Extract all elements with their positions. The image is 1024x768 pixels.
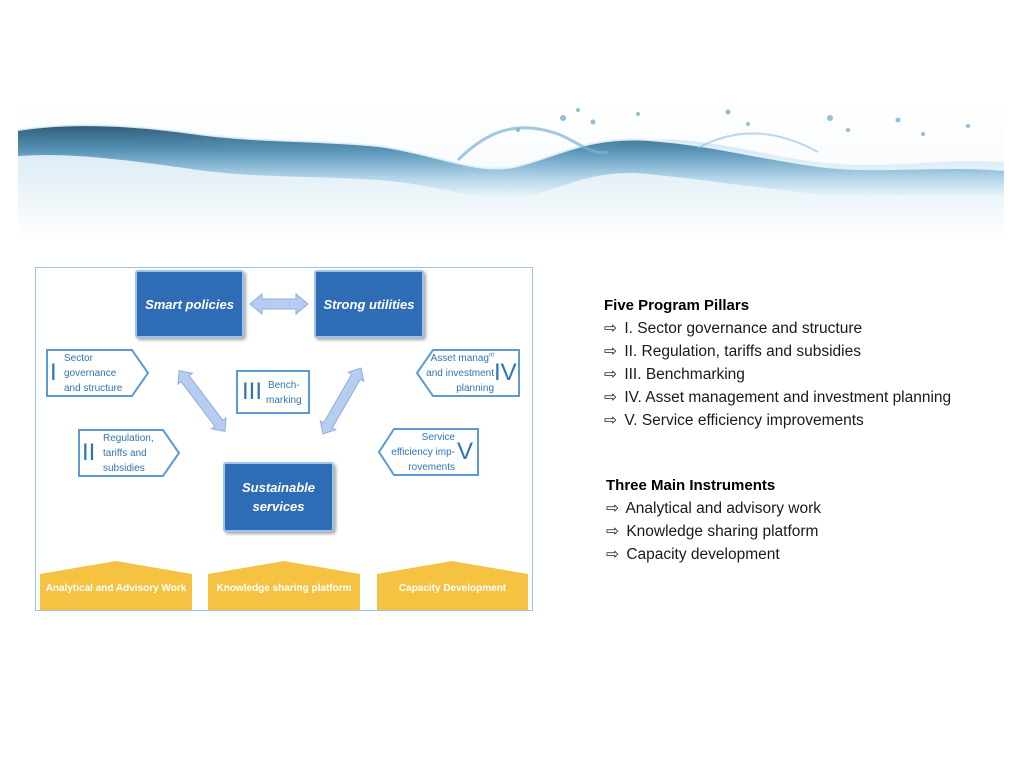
instruments-title: Three Main Instruments: [606, 477, 776, 494]
pillar-list-item: ⇨ IV. Asset management and investment pl…: [604, 386, 1014, 409]
instrument-list-text: Knowledge sharing platform: [626, 523, 819, 540]
pillar-iv-line1-main: Asset manag: [430, 353, 489, 364]
pillars-title: Five Program Pillars: [604, 297, 750, 314]
strong-utilities-label: Strong utilities: [323, 296, 415, 312]
hollow-right-arrow-icon: ⇨: [604, 389, 617, 406]
water-splash-banner: [18, 100, 1004, 240]
pillar-numeral-iv: IV: [494, 359, 517, 386]
instrument-label-capacity: Capacity Development: [398, 583, 507, 594]
hollow-right-arrow-icon: ⇨: [604, 366, 617, 383]
pillar-list-text: III. Benchmarking: [624, 366, 745, 383]
pillar-numeral-iii: III: [242, 378, 263, 405]
pillar-shape-i: [46, 349, 150, 397]
three-main-instruments-block: Three Main Instruments ⇨ Analytical and …: [606, 474, 1014, 566]
double-arrow-horizontal: [249, 292, 309, 316]
hollow-right-arrow-icon: ⇨: [606, 523, 619, 540]
pillar-shape-iv: [415, 349, 520, 397]
double-arrow-right-diagonal: [319, 367, 365, 435]
smart-policies-label: Smart policies: [145, 296, 234, 312]
sustainable-services-box: Sustainable services: [223, 462, 334, 532]
pillar-text-iii: Bench- marking: [266, 378, 302, 408]
pillar-iii-line1: Bench-: [267, 380, 300, 391]
pillar-v-line3: rovements: [408, 462, 455, 473]
pillar-list-item: ⇨ I. Sector governance and structure: [604, 317, 1014, 340]
pillar-text-i: Sector governance and structure: [64, 351, 122, 396]
instrument-list-text: Capacity development: [626, 546, 780, 563]
pillar-list-text: V. Service efficiency improvements: [624, 412, 864, 429]
hollow-right-arrow-icon: ⇨: [604, 412, 617, 429]
pillar-shape-v: [377, 428, 479, 476]
pillar-iv-line1-sup: nt: [488, 352, 494, 359]
strong-utilities-box: Strong utilities: [314, 270, 424, 338]
double-arrow-left-diagonal: [177, 370, 227, 432]
instrument-list-item: ⇨ Knowledge sharing platform: [606, 520, 1014, 543]
pillar-text-iv: Asset managnt and investment planning: [426, 351, 494, 396]
pillar-v-line1: Service: [421, 432, 455, 443]
hollow-right-arrow-icon: ⇨: [606, 546, 619, 563]
pillar-shape-ii: [78, 429, 181, 477]
pillar-list-item: ⇨ II. Regulation, tariffs and subsidies: [604, 340, 1014, 363]
pillar-ii-line2: tariffs and: [103, 448, 147, 459]
pillar-i-line2: governance: [64, 368, 117, 379]
instrument-list-item: ⇨ Capacity development: [606, 543, 1014, 566]
hollow-right-arrow-icon: ⇨: [604, 343, 617, 360]
pillar-i-line3: and structure: [64, 383, 123, 394]
instrument-shape-2: [208, 561, 360, 610]
pillar-numeral-i: I: [50, 359, 57, 386]
hollow-right-arrow-icon: ⇨: [604, 320, 617, 337]
instrument-label-knowledge: Knowledge sharing platform: [216, 583, 352, 594]
pillar-ii-line1: Regulation,: [103, 433, 154, 444]
pillar-text-ii: Regulation, tariffs and subsidies: [103, 431, 154, 476]
pillar-iv-line2: and investment: [426, 368, 494, 379]
pillar-shape-iii: [236, 370, 310, 414]
instrument-shape-1: [40, 561, 192, 610]
pillar-v-line2: efficiency imp-: [391, 447, 455, 458]
five-program-pillars-block: Five Program Pillars ⇨ I. Sector governa…: [604, 294, 1014, 432]
instrument-list-item: ⇨ Analytical and advisory work: [606, 497, 1014, 520]
pillar-list-text: II. Regulation, tariffs and subsidies: [624, 343, 861, 360]
hollow-right-arrow-icon: ⇨: [606, 500, 619, 517]
instrument-list-text: Analytical and advisory work: [625, 500, 822, 517]
text-panel: Five Program Pillars ⇨ I. Sector governa…: [604, 294, 1014, 566]
pillar-numeral-v: V: [457, 438, 474, 465]
pillar-list-item: ⇨ V. Service efficiency improvements: [604, 409, 1014, 432]
smart-policies-box: Smart policies: [135, 270, 244, 338]
pillar-text-v: Service efficiency imp- rovements: [391, 430, 455, 475]
pillar-list-text: I. Sector governance and structure: [624, 320, 863, 337]
pillar-list-text: IV. Asset management and investment plan…: [624, 389, 952, 406]
pillar-numeral-ii: II: [82, 439, 96, 466]
sustainable-services-label-line2: services: [252, 499, 305, 514]
instrument-shape-3: [377, 561, 528, 610]
program-framework-diagram: Smart policies Strong utilities Sustaina…: [35, 267, 533, 611]
pillar-iv-line1: Asset managnt: [426, 351, 494, 366]
pillar-list-item: ⇨ III. Benchmarking: [604, 363, 1014, 386]
sustainable-services-label-line1: Sustainable: [242, 480, 315, 495]
pillar-ii-line3: subsidies: [103, 463, 145, 474]
pillar-iv-line3: planning: [456, 383, 494, 394]
pillar-i-line1: Sector: [64, 353, 93, 364]
instrument-label-analytical: Analytical and Advisory Work: [45, 583, 187, 594]
pillar-iii-line2: marking: [266, 395, 302, 406]
